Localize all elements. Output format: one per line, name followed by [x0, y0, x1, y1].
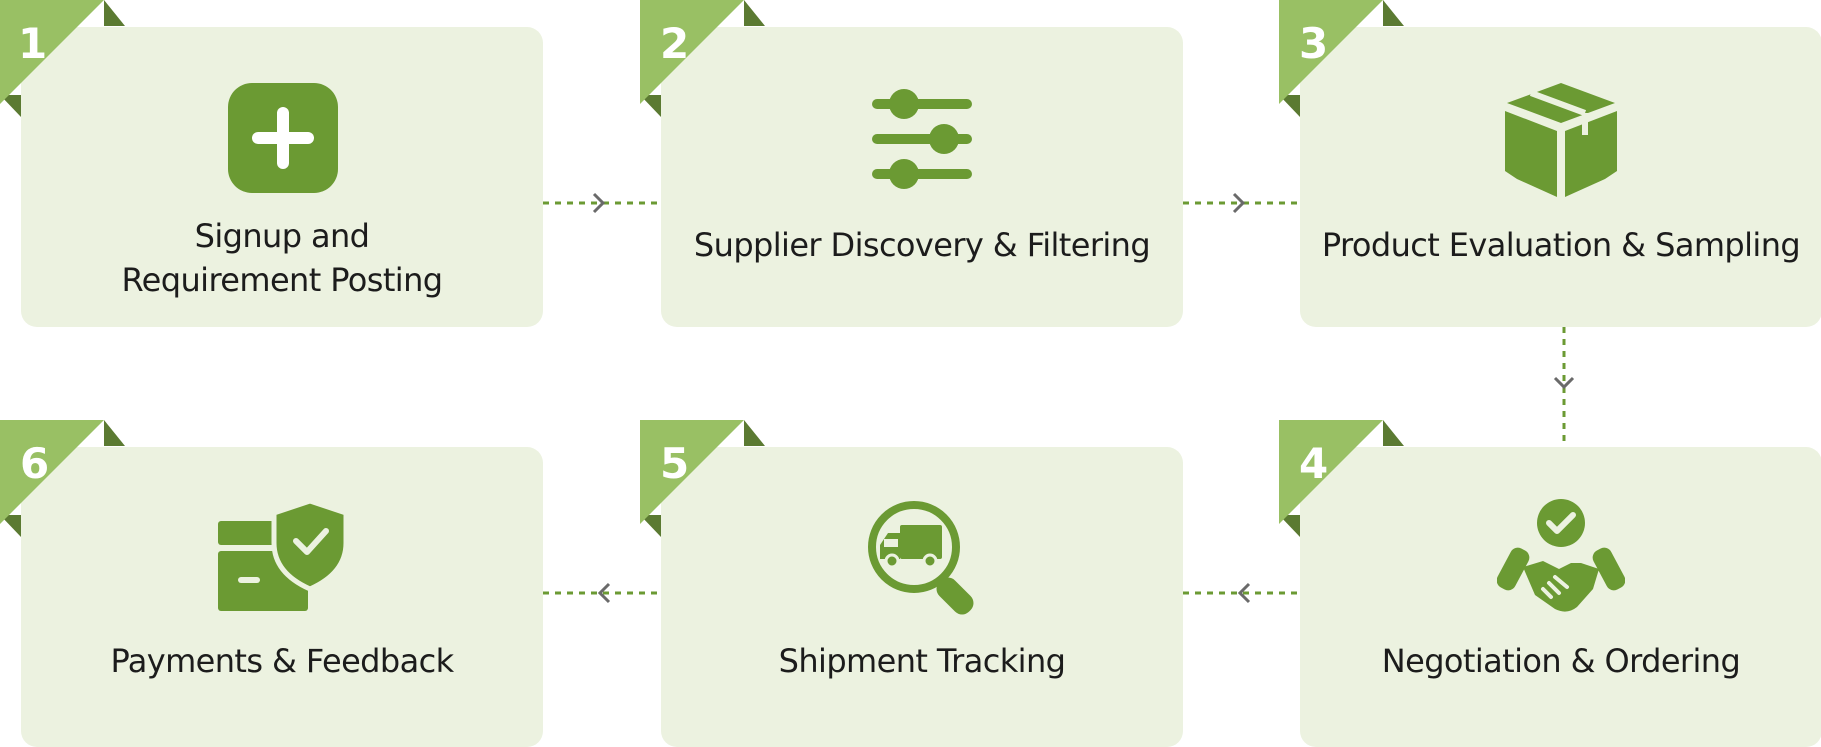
- handshake-icon: [1497, 499, 1625, 612]
- step-number: 4: [1299, 439, 1328, 488]
- connector-arrow-5-6: [543, 582, 661, 604]
- step-number: 5: [660, 439, 689, 488]
- step-number: 6: [20, 439, 49, 488]
- step-card-3: Product Evaluation & Sampling: [1300, 27, 1821, 327]
- step-card-6: Payments & Feedback: [21, 447, 543, 747]
- step-number-badge-2: 2: [640, 0, 765, 117]
- truck-search-icon: [868, 501, 974, 615]
- payment-shield-icon: [218, 498, 346, 611]
- step-label: Shipment Tracking: [778, 642, 1066, 680]
- connector-arrow-3-4: [1553, 327, 1575, 447]
- step-number-badge-3: 3: [1279, 0, 1404, 117]
- step-number-badge-6: 6: [0, 420, 125, 537]
- step-label: Product Evaluation & Sampling: [1321, 226, 1801, 264]
- plus-icon: [228, 83, 338, 193]
- step-label: Signup and Requirement Posting: [121, 217, 443, 299]
- step-number: 2: [660, 19, 689, 68]
- step-number: 1: [18, 19, 47, 68]
- step-number: 3: [1299, 19, 1328, 68]
- step-label: Payments & Feedback: [110, 642, 454, 680]
- box-icon: [1505, 83, 1617, 197]
- connector-arrow-1-2: [543, 192, 661, 214]
- step-number-badge-4: 4: [1279, 420, 1404, 537]
- connector-arrow-4-5: [1183, 582, 1300, 604]
- step-card-4: Negotiation & Ordering: [1300, 447, 1821, 747]
- step-card-1: Signup and Requirement Posting: [21, 27, 543, 327]
- step-card-5: Shipment Tracking: [661, 447, 1183, 747]
- step-label: Negotiation & Ordering: [1381, 642, 1741, 680]
- step-card-2: Supplier Discovery & Filtering: [661, 27, 1183, 327]
- sliders-icon: [872, 89, 972, 189]
- connector-arrow-2-3: [1183, 192, 1300, 214]
- step-label: Supplier Discovery & Filtering: [693, 226, 1151, 264]
- step-number-badge-5: 5: [640, 420, 765, 537]
- step-number-badge-1: 1: [0, 0, 125, 117]
